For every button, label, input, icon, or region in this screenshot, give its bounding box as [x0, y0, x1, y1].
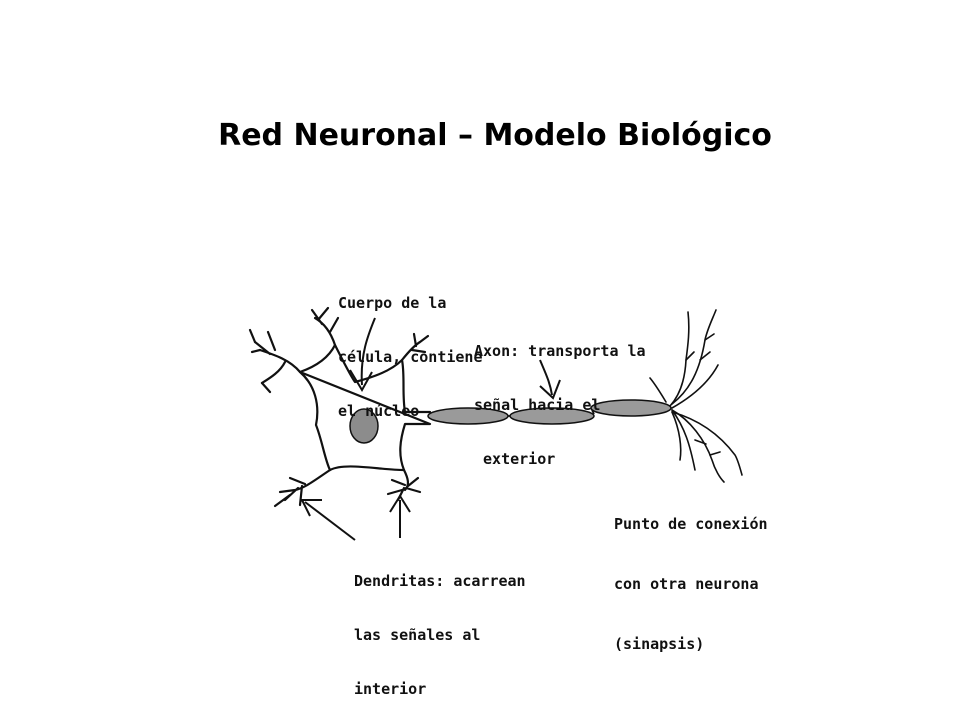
- axon-label: Axon: transporta la señal hacia el exter…: [474, 306, 646, 486]
- arrow-axon: [539, 359, 561, 400]
- arrow-cell-body: [349, 317, 376, 392]
- arrow-dendrite-bottom: [389, 494, 411, 538]
- synapse-label-line: Punto de conexión: [614, 515, 768, 533]
- axon-label-line: señal hacia el: [474, 396, 601, 414]
- dendrites-label-line: las señales al: [354, 626, 481, 644]
- myelin-segment-3: [590, 399, 672, 417]
- dendrites-label: Dendritas: acarrean las señales al inter…: [354, 536, 526, 716]
- dendrites-label-line: Dendritas: acarrean: [354, 572, 526, 590]
- cell-body-label-line: célula, contiene: [338, 348, 483, 366]
- axon-label-line: Axon: transporta la: [474, 342, 646, 360]
- synapse-label-line: con otra neurona: [614, 575, 759, 593]
- cell-body-label-line: el núcleo: [338, 402, 420, 420]
- nucleus: [349, 408, 379, 444]
- axon-label-line: exterior: [474, 450, 556, 468]
- cell-body-label: Cuerpo de la célula, contiene el núcleo: [338, 258, 483, 438]
- arrow-dendrite-left: [300, 499, 356, 541]
- dendrites-label-line: interior: [354, 680, 427, 698]
- synapse-label: Punto de conexión con otra neurona (sina…: [614, 474, 768, 674]
- synapse-label-line: (sinapsis): [614, 635, 705, 653]
- page-title: Red Neuronal – Modelo Biológico: [218, 118, 772, 153]
- cell-body-label-line: Cuerpo de la: [338, 294, 447, 312]
- axon-terminals: [649, 309, 743, 483]
